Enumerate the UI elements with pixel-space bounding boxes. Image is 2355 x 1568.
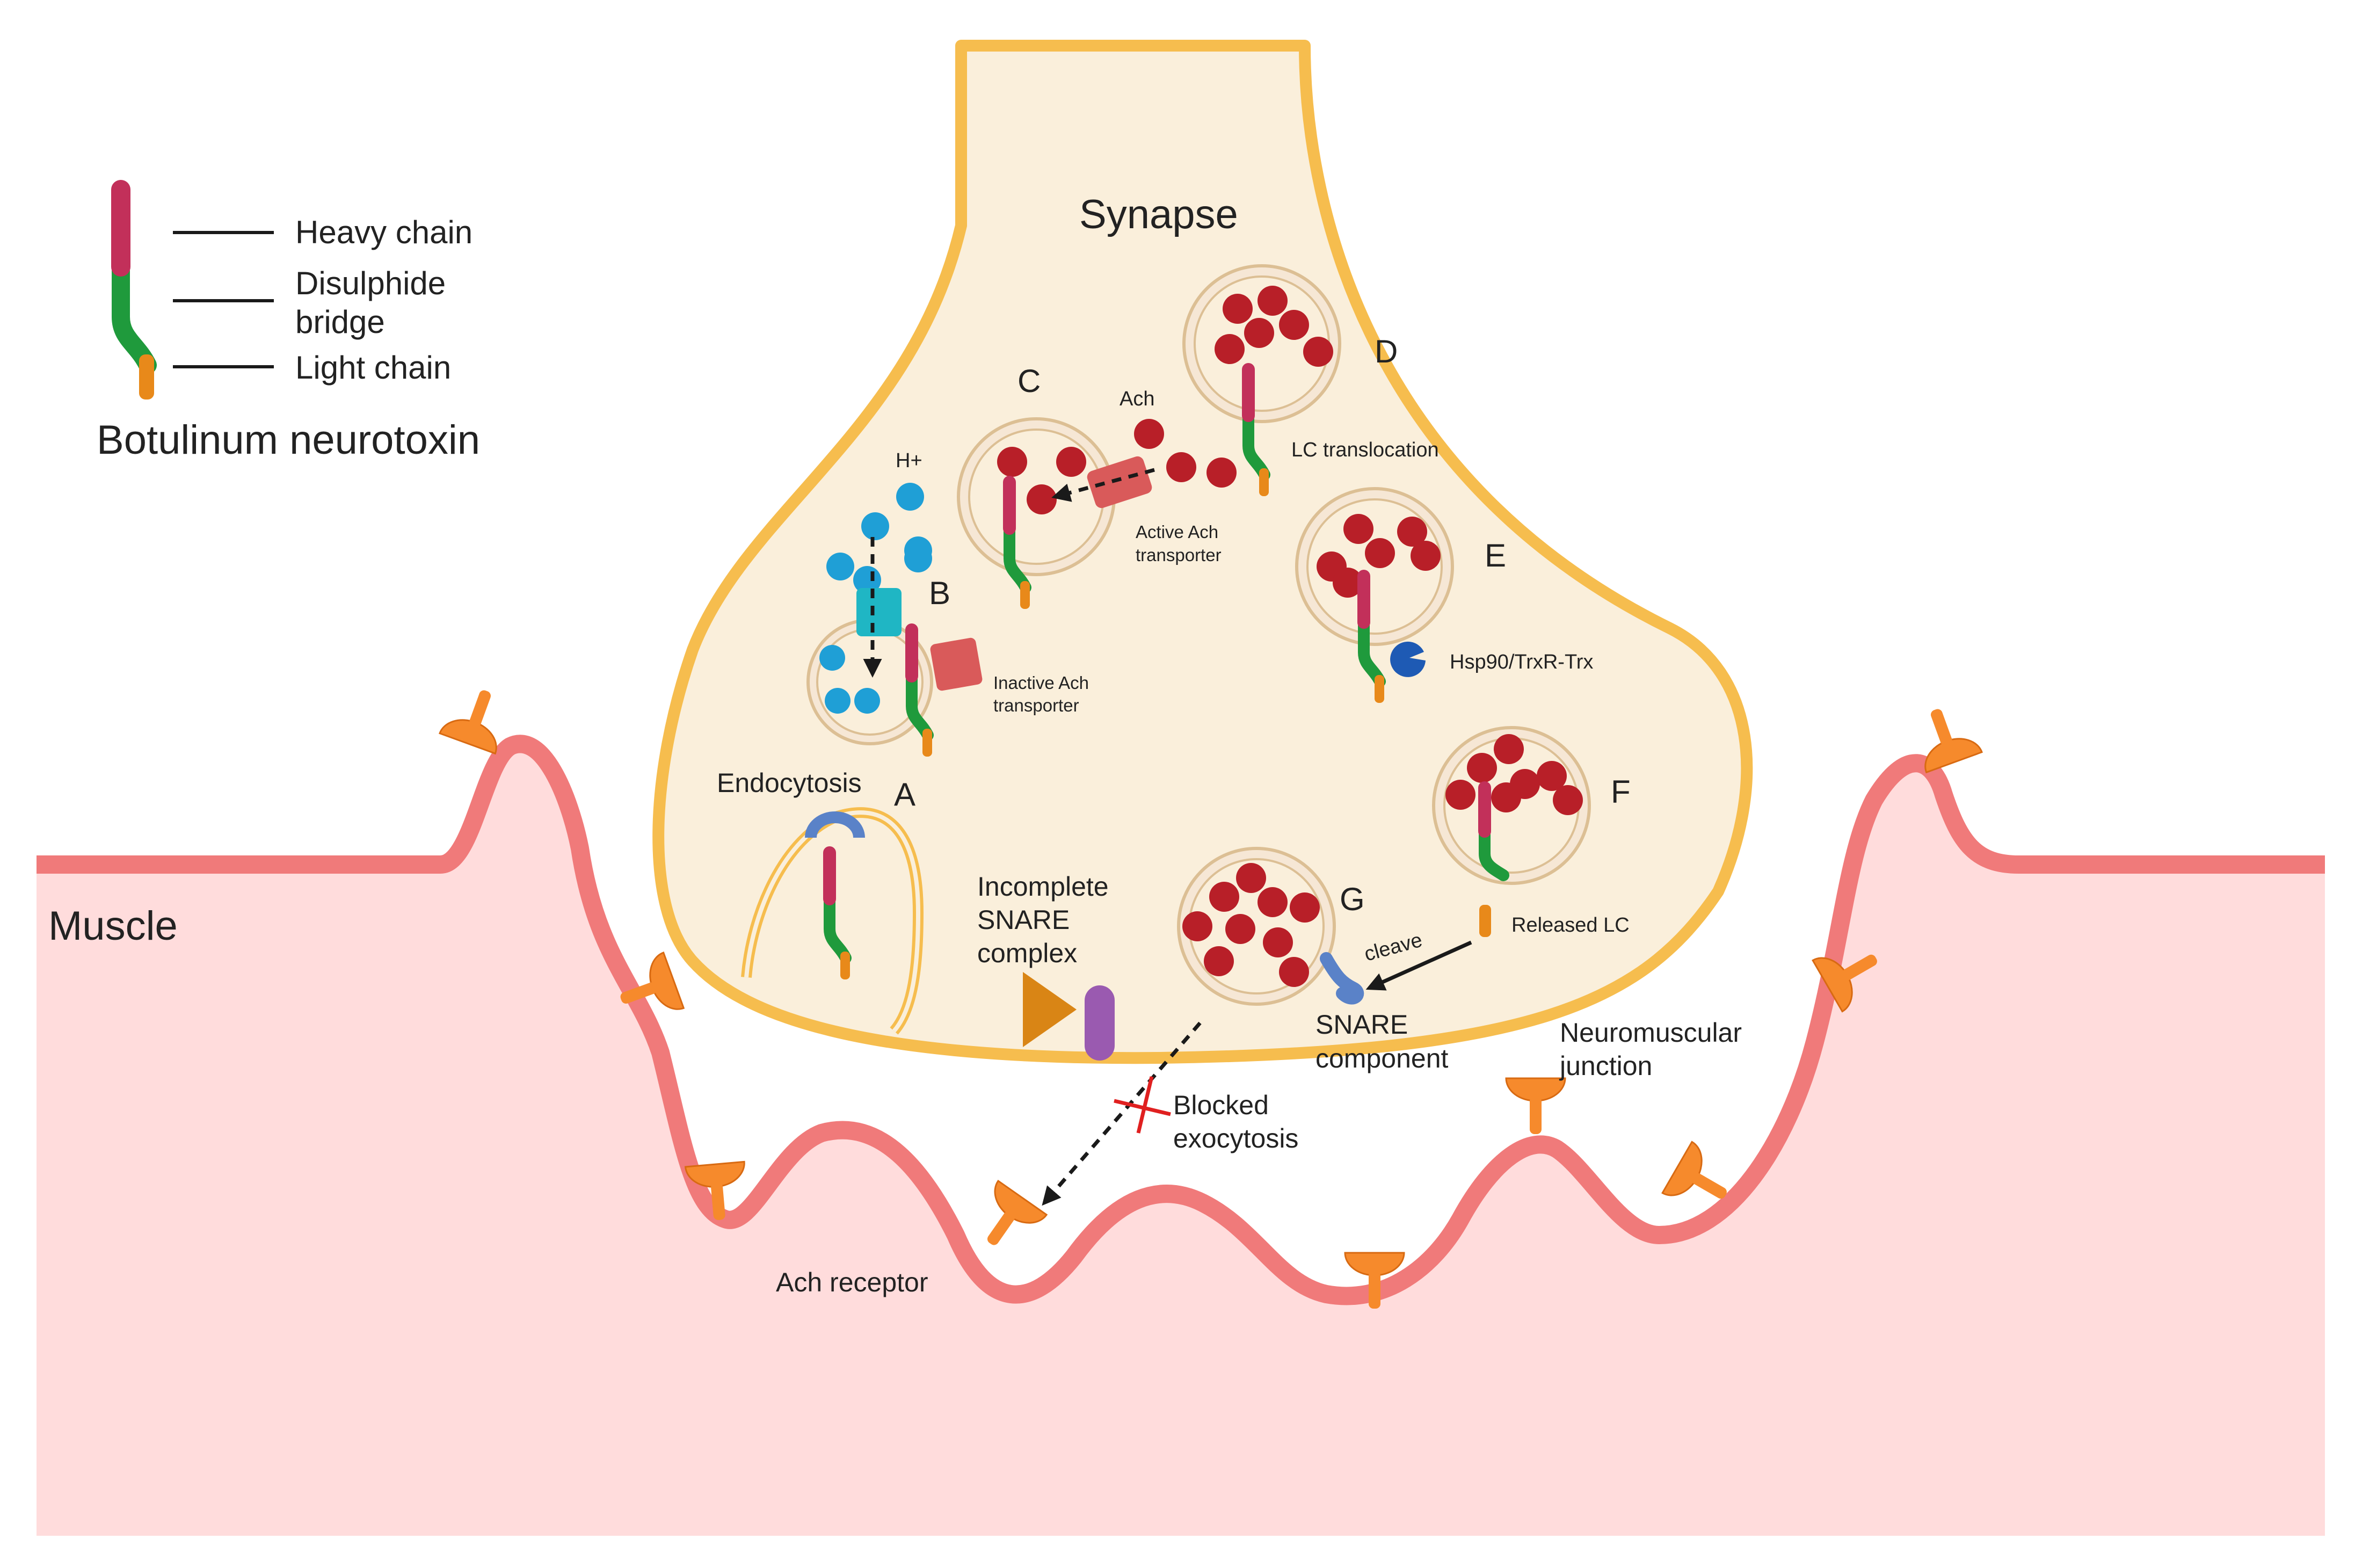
stage-e-label: E bbox=[1485, 538, 1506, 574]
endocytosis-label: Endocytosis bbox=[717, 768, 862, 798]
stage-d-label: D bbox=[1375, 333, 1398, 369]
ach-label: Ach bbox=[1120, 388, 1154, 410]
blocked-exocytosis-label-1: Blocked bbox=[1173, 1090, 1269, 1120]
hsp90-icon bbox=[1390, 641, 1426, 677]
ach-molecules-c bbox=[997, 419, 1237, 514]
muscle-membrane bbox=[37, 735, 2325, 1305]
ach-molecules-d bbox=[1215, 286, 1333, 367]
stage-c-label: C bbox=[1017, 363, 1041, 399]
snare-component-label-1: SNARE bbox=[1315, 1010, 1408, 1040]
incomplete-snare-label-3: complex bbox=[977, 938, 1077, 968]
legend-disulphide-2: bridge bbox=[295, 304, 385, 340]
lc-translocation-label: LC translocation bbox=[1291, 439, 1439, 461]
legend-disulphide-1: Disulphide bbox=[295, 265, 446, 301]
nmj-label-2: junction bbox=[1559, 1051, 1652, 1081]
synapse-label: Synapse bbox=[1079, 192, 1238, 237]
legend: Heavy chain Disulphide bridge Light chai… bbox=[97, 180, 480, 463]
inactive-ach-transporter bbox=[930, 637, 983, 691]
inactive-transporter-label-1: Inactive Ach bbox=[993, 673, 1089, 693]
stage-b-label: B bbox=[929, 575, 950, 611]
hsp90-label: Hsp90/TrxR-Trx bbox=[1450, 651, 1593, 673]
legend-heavy-chain: Heavy chain bbox=[295, 214, 473, 250]
ach-molecules-e bbox=[1317, 514, 1441, 598]
legend-title: Botulinum neurotoxin bbox=[97, 417, 480, 463]
incomplete-snare-label-1: Incomplete bbox=[977, 872, 1109, 902]
active-transporter-label-2: transporter bbox=[1136, 545, 1222, 565]
incomplete-snare-label-2: SNARE bbox=[977, 905, 1070, 935]
nmj-label-1: Neuromuscular bbox=[1560, 1018, 1742, 1048]
muscle-tissue bbox=[37, 744, 2325, 1536]
active-transporter-label-1: Active Ach bbox=[1136, 522, 1218, 542]
released-lc-label: Released LC bbox=[1511, 914, 1630, 937]
snare-purple-icon bbox=[1085, 985, 1115, 1061]
blocked-exocytosis-arrow bbox=[1042, 1021, 1202, 1206]
stage-g-label: G bbox=[1340, 881, 1365, 917]
snare-component-label-2: component bbox=[1315, 1043, 1448, 1073]
legend-toxin-icon bbox=[111, 180, 154, 400]
ach-receptor-6 bbox=[1505, 1077, 1566, 1135]
hplus-particles bbox=[819, 483, 932, 714]
toxin-f-heavy-chain bbox=[1478, 781, 1509, 881]
snare-component-icon bbox=[1320, 952, 1364, 1005]
stage-f-label: F bbox=[1611, 774, 1631, 810]
ach-receptor-4 bbox=[965, 1180, 1048, 1261]
blocked-x-icon bbox=[1114, 1076, 1171, 1134]
released-lc-icon bbox=[1479, 905, 1491, 937]
muscle-label: Muscle bbox=[48, 903, 178, 949]
legend-light-chain: Light chain bbox=[295, 350, 451, 386]
inactive-transporter-label-2: transporter bbox=[993, 695, 1079, 715]
cleave-arrow bbox=[1365, 940, 1472, 991]
snare-triangle-icon bbox=[1023, 972, 1077, 1047]
ach-receptor-label: Ach receptor bbox=[776, 1267, 928, 1297]
ach-molecules-g bbox=[1182, 863, 1320, 987]
stage-a-label: A bbox=[894, 776, 915, 812]
proton-pump bbox=[856, 588, 902, 636]
receptor-binding-icon bbox=[805, 811, 865, 838]
ach-molecules-f bbox=[1445, 734, 1583, 815]
active-ach-transporter bbox=[1087, 456, 1152, 509]
hplus-label: H+ bbox=[896, 449, 922, 472]
blocked-exocytosis-label-2: exocytosis bbox=[1173, 1123, 1298, 1153]
